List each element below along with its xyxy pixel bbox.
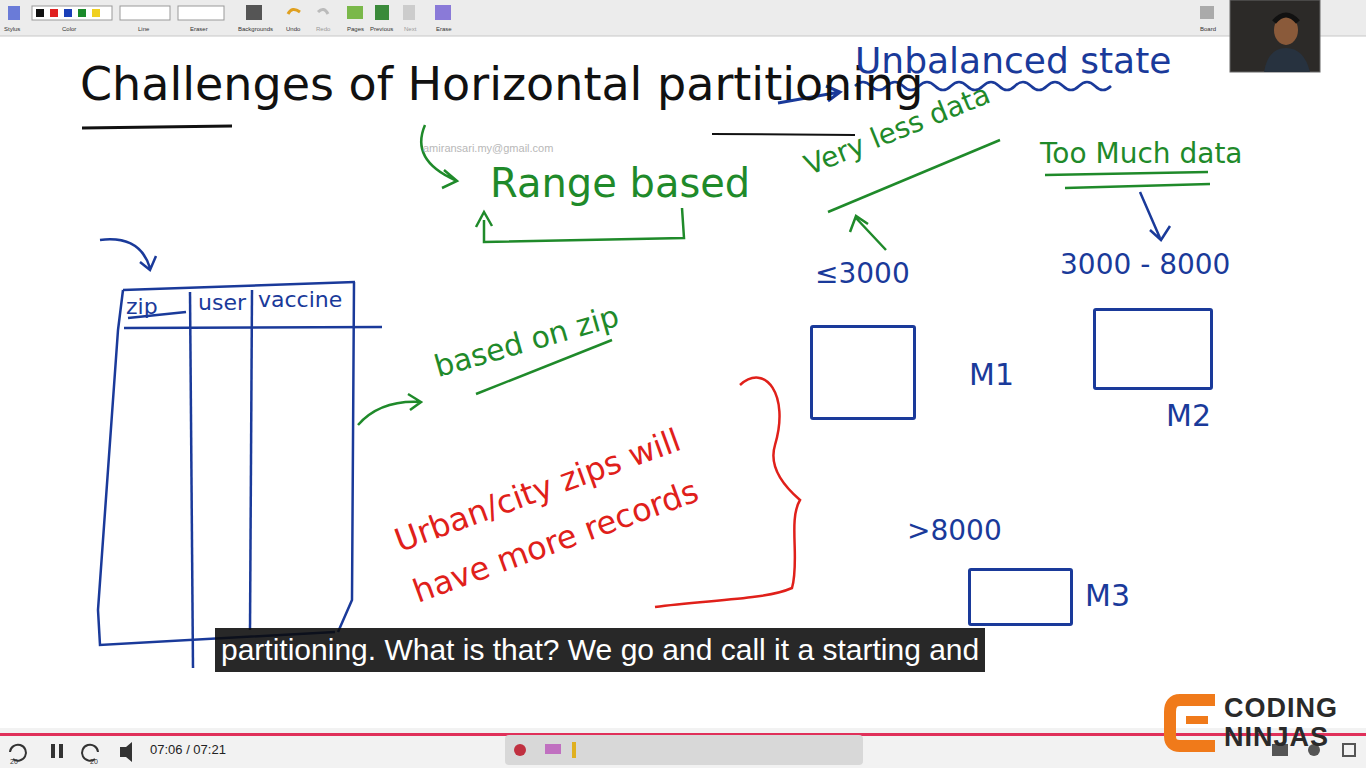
toolbar-label: Pages — [347, 26, 364, 33]
logo-text: NINJAS — [1224, 722, 1329, 753]
toolbar-label: Undo — [286, 26, 300, 33]
table-sketch — [98, 239, 382, 668]
machine-name: M2 — [1166, 399, 1211, 434]
machine-box: ≤3000M1 — [810, 325, 916, 420]
toolbar-label: Erase — [436, 26, 452, 33]
machine-box: 3000 - 8000M2 — [1093, 308, 1213, 390]
toolbar-label: Stylus — [4, 26, 20, 33]
table-header: user — [198, 290, 246, 315]
machine-name: M3 — [1085, 579, 1130, 614]
title-text: Challenges of Horizontal partitioning — [80, 58, 923, 111]
skip-seconds: 20 — [90, 758, 98, 766]
webcam-frame — [1230, 0, 1320, 72]
skip-seconds: 20 — [10, 758, 18, 766]
toolbar-label: Color — [62, 26, 76, 33]
toolbar — [0, 0, 1366, 36]
toolbar-label: Previous — [370, 26, 393, 33]
logo-text: CODING — [1224, 693, 1338, 724]
table-header: zip — [126, 294, 158, 319]
player-controls — [10, 735, 1355, 765]
time-display: 07:06 / 07:21 — [150, 743, 226, 758]
video-subtitle: partitioning. What is that? We go and ca… — [215, 628, 985, 672]
note-text: based on zip — [430, 299, 622, 385]
logo-mark — [1170, 700, 1215, 746]
table-header: vaccine — [258, 287, 342, 312]
note-text: Urban/city zips will have more records — [387, 400, 744, 619]
toolbar-label: Eraser — [190, 26, 208, 33]
range-heading: 3000 - 8000 — [1060, 249, 1230, 281]
range-heading: >8000 — [907, 515, 1002, 547]
player-bar — [0, 728, 1366, 768]
toolbar-icons — [8, 5, 1214, 20]
toolbar-label: Board — [1200, 26, 1216, 33]
note-text: Unbalanced state — [855, 40, 1171, 81]
note-text: Too Much data — [1040, 138, 1243, 170]
toolbar-label: Backgrounds — [238, 26, 273, 33]
machine-box: >8000M3 — [968, 568, 1073, 626]
range-heading: ≤3000 — [815, 258, 910, 290]
machine-name: M1 — [969, 358, 1014, 393]
toolbar-label: Next — [404, 26, 416, 33]
toolbar-label: Line — [138, 26, 149, 33]
note-text: Range based — [490, 160, 750, 206]
watermark: amiransari.my@gmail.com — [423, 142, 553, 155]
toolbar-label: Redo — [316, 26, 330, 33]
